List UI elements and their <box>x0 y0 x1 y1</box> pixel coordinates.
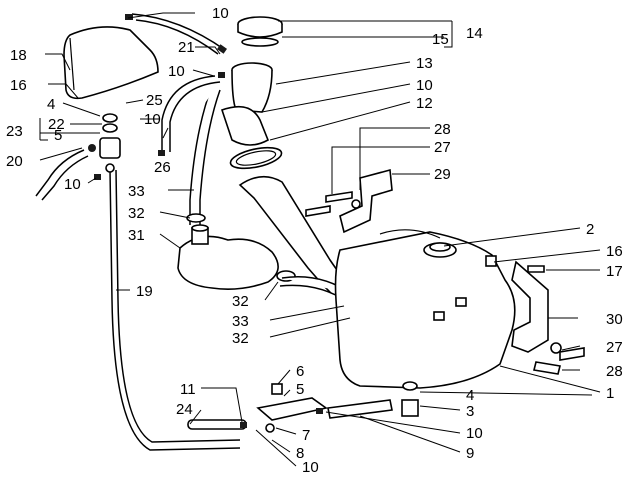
callout-16: 16 <box>10 77 27 94</box>
part-30-bracket <box>511 260 549 353</box>
callout-24: 24 <box>176 401 193 418</box>
callout-21: 21 <box>178 39 195 56</box>
callout-32: 32 <box>232 293 249 310</box>
callout-2: 2 <box>586 221 594 238</box>
callout-18: 18 <box>10 47 27 64</box>
callout-28: 28 <box>434 121 451 138</box>
callout-10: 10 <box>144 111 161 128</box>
part-9-hose <box>327 399 393 419</box>
part-28-bolts-lower <box>533 342 585 375</box>
leader-lines <box>39 12 601 467</box>
callout-10: 10 <box>212 5 229 22</box>
callout-16: 16 <box>606 243 623 260</box>
callout-5: 5 <box>54 127 62 144</box>
callout-30: 30 <box>606 311 623 328</box>
callout-4: 4 <box>466 387 474 404</box>
part-18-cover <box>63 26 159 100</box>
callout-20: 20 <box>6 153 23 170</box>
callout-32: 32 <box>232 330 249 347</box>
callout-27: 27 <box>434 139 451 156</box>
callout-27: 27 <box>606 339 623 356</box>
callout-23: 23 <box>6 123 23 140</box>
callout-33: 33 <box>232 313 249 330</box>
callout-17: 17 <box>606 263 623 280</box>
part-1-fuel-tank <box>334 229 516 389</box>
callout-5: 5 <box>296 381 304 398</box>
callout-15: 15 <box>432 31 449 48</box>
part-3-union <box>401 381 419 417</box>
callout-12: 12 <box>416 95 433 112</box>
callout-1: 1 <box>606 385 614 402</box>
callout-33: 33 <box>128 183 145 200</box>
callout-28: 28 <box>606 363 623 380</box>
callout-29: 29 <box>434 166 451 183</box>
callout-labels: 10 14 15 18 21 10 13 16 10 4 25 12 23 22… <box>6 5 623 476</box>
callout-10: 10 <box>416 77 433 94</box>
callout-19: 19 <box>136 283 153 300</box>
callout-7: 7 <box>302 427 310 444</box>
callout-26: 26 <box>154 159 171 176</box>
part-17-bolt <box>527 265 545 273</box>
callout-32: 32 <box>128 205 145 222</box>
part-14-filler-cap <box>237 16 283 47</box>
callout-4: 4 <box>47 96 55 113</box>
callout-10: 10 <box>302 459 319 476</box>
part-12-neck-hose <box>220 105 283 170</box>
part-20-hose <box>35 149 89 201</box>
callout-10: 10 <box>168 63 185 80</box>
part-31-reservoir <box>177 224 279 290</box>
part-26-vent-hose <box>161 75 221 152</box>
callout-6: 6 <box>296 363 304 380</box>
callout-22: 22 <box>48 116 65 133</box>
part-4-washers <box>102 113 118 133</box>
callout-11: 11 <box>180 381 196 398</box>
part-29-bracket <box>339 168 393 234</box>
callout-25: 25 <box>146 92 163 109</box>
callout-31: 31 <box>128 227 145 244</box>
callout-3: 3 <box>466 403 474 420</box>
part-22-fuel-tap <box>88 137 121 173</box>
callout-10: 10 <box>64 176 81 193</box>
part-19-fuel-line <box>109 169 241 451</box>
callout-13: 13 <box>416 55 433 72</box>
part-28-bolts-upper <box>305 191 361 217</box>
part-13-filler-neck <box>231 62 273 113</box>
part-10-clips <box>94 72 323 428</box>
part-21-vent-tube <box>125 13 227 55</box>
callout-10: 10 <box>466 425 483 442</box>
callout-8: 8 <box>296 445 304 462</box>
part-5-fuel-cock <box>256 383 328 433</box>
callout-14: 14 <box>466 25 483 42</box>
part-24-hose <box>187 419 247 430</box>
callout-9: 9 <box>466 445 474 462</box>
